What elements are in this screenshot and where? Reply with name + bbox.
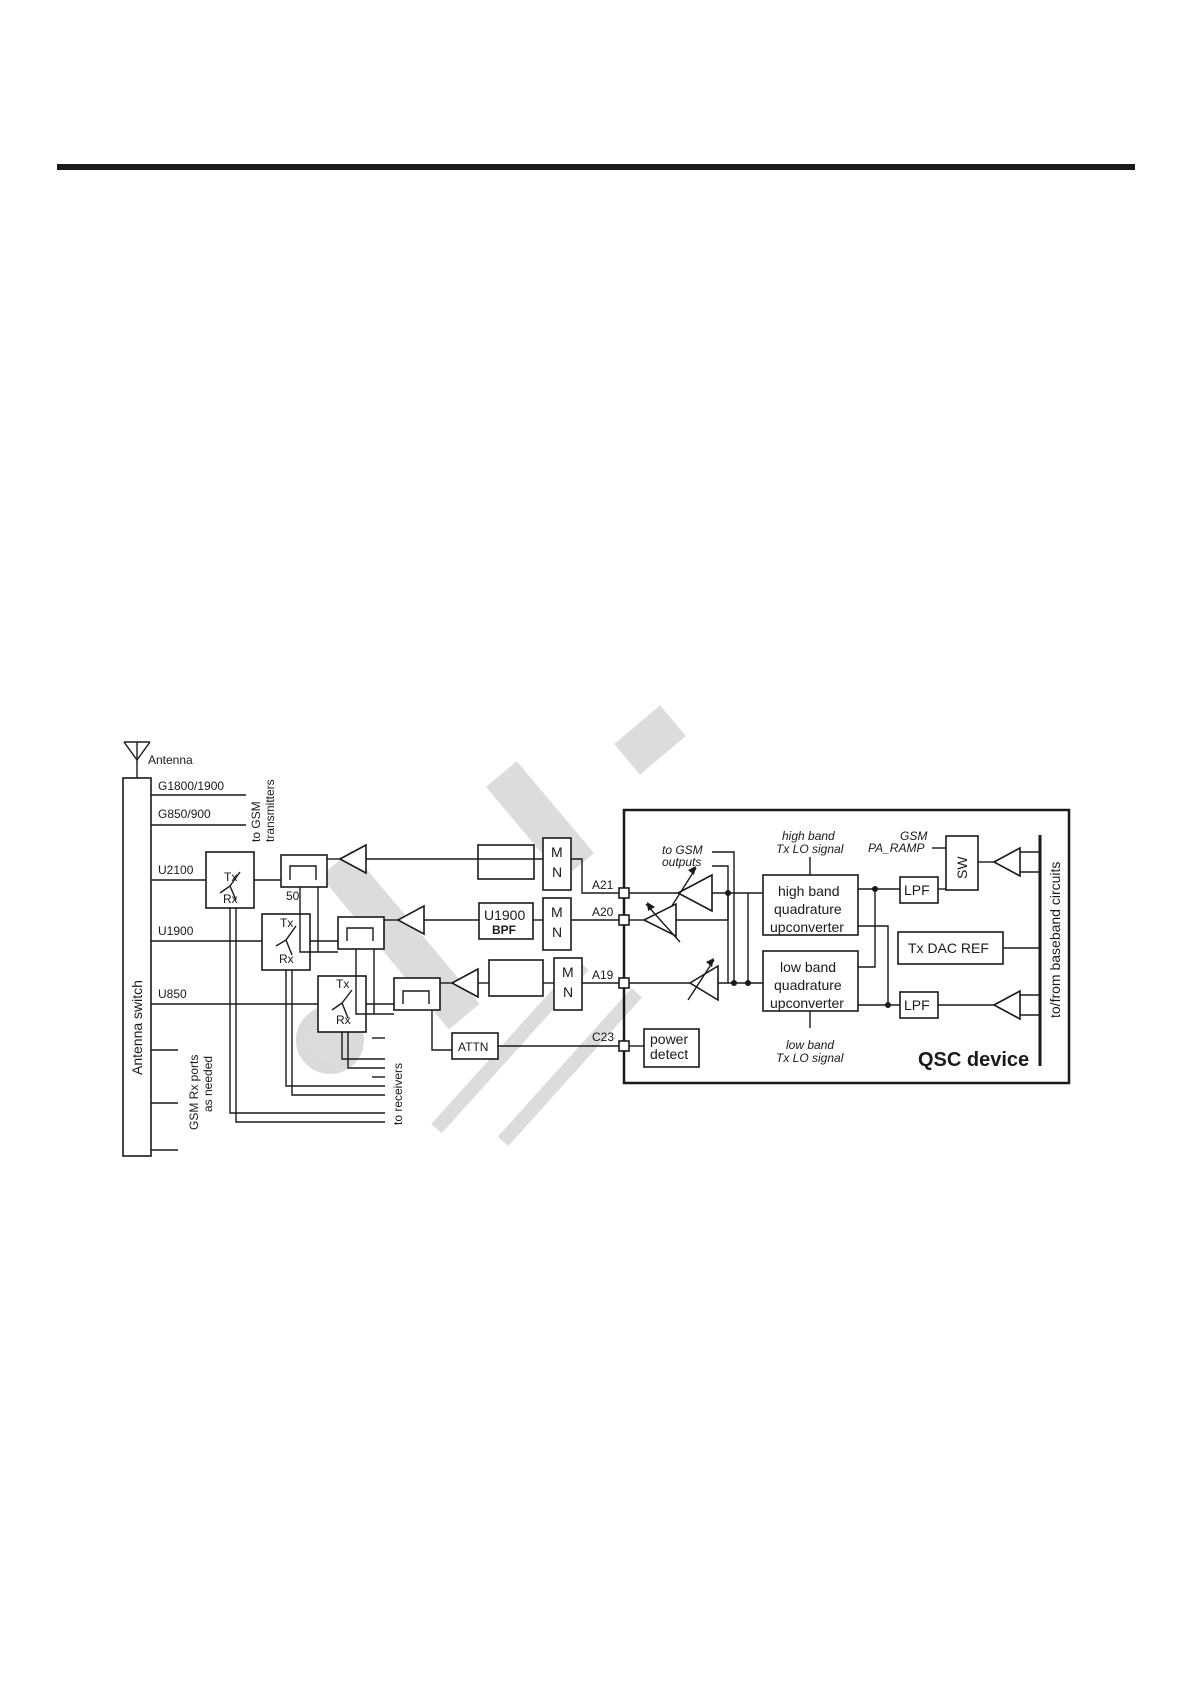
sw-box	[945, 835, 979, 891]
to-gsm-outputs-line2: outputs	[662, 855, 701, 869]
to-gsm-transmitters-line1: to GSM	[249, 801, 263, 842]
coupler-u850	[393, 977, 441, 1011]
mn-a21	[542, 837, 572, 891]
low-band-upconverter	[762, 950, 859, 1012]
antenna-switch-box	[122, 777, 152, 1157]
high-band-lo-line2: Tx LO signal	[776, 842, 844, 856]
pin-c23-label: C23	[592, 1030, 614, 1044]
low-band-lo-line1: low band	[786, 1038, 834, 1052]
low-band-lo-line2: Tx LO signal	[776, 1051, 844, 1065]
coupler-value-label: 50	[286, 889, 300, 903]
tx-dac-ref-box	[897, 931, 1004, 965]
pin-a19-label: A19	[592, 968, 614, 982]
dac-amp-high-icon	[992, 846, 1021, 878]
power-detect-box	[643, 1028, 700, 1068]
pin-a20-label: A20	[592, 905, 614, 919]
lpf-low	[899, 991, 939, 1019]
mn-m-label: M	[551, 844, 563, 860]
pin-c23	[618, 1040, 630, 1052]
coupler-u2100	[280, 854, 328, 888]
port-u850-label: U850	[158, 987, 187, 1001]
baseband-label: to/from baseband circuits	[1047, 862, 1063, 1018]
duplexer-tx-label: Tx	[224, 870, 237, 884]
qsc-device-label: QSC device	[918, 1049, 1029, 1071]
duplexer-rx-label: Rx	[336, 1013, 351, 1027]
antenna-switch-label: Antenna switch	[129, 980, 145, 1075]
dac-amp-low-icon	[992, 989, 1021, 1021]
high-band-line2: quadrature	[774, 901, 842, 917]
gsm-rx-ports-line2: as needed	[201, 1056, 215, 1112]
high-band-line1: high band	[778, 883, 840, 899]
mn-a19	[553, 957, 583, 1011]
mn-m-label: M	[551, 904, 563, 920]
qsc-device-box	[622, 808, 1071, 1085]
pin-a19	[618, 977, 630, 989]
gsm-pa-ramp-line1: GSM	[900, 829, 927, 843]
pin-a21-label: A21	[592, 878, 614, 892]
bpf-line2: BPF	[492, 923, 516, 937]
lpf-low-label: LPF	[904, 997, 930, 1013]
port-u2100-label: U2100	[158, 863, 194, 877]
driver-amp-a21-icon	[676, 873, 713, 913]
duplexer-rx-label: Rx	[279, 952, 294, 966]
lpf-high	[899, 876, 939, 904]
attn-label: ATTN	[458, 1040, 488, 1054]
coupler-u1900	[337, 916, 385, 950]
power-detect-line1: power	[650, 1031, 688, 1047]
bpf-line1: U1900	[484, 907, 525, 923]
pin-a21	[618, 887, 630, 899]
bpf-u1900	[478, 902, 534, 940]
to-receivers-label: to receivers	[391, 1063, 405, 1125]
antenna-label: Antenna	[148, 753, 193, 767]
high-band-line3: upconverter	[770, 919, 844, 935]
mn-n-label: N	[552, 924, 562, 940]
low-band-line1: low band	[780, 959, 836, 975]
mn-n-label: N	[552, 864, 562, 880]
high-band-lo-line1: high band	[782, 829, 835, 843]
port-g850-label: G850/900	[158, 807, 211, 821]
duplexer-tx-label: Tx	[336, 977, 349, 991]
sw-label: SW	[954, 856, 970, 879]
filter-u850	[488, 959, 544, 997]
attn-box	[451, 1032, 499, 1060]
driver-amp-a19-icon	[688, 964, 719, 1002]
to-gsm-outputs-line1: to GSM	[662, 843, 703, 857]
gsm-pa-ramp-line2: PA_RAMP	[868, 841, 924, 855]
low-band-line3: upconverter	[770, 995, 844, 1011]
power-detect-line2: detect	[650, 1046, 688, 1062]
port-u1900-label: U1900	[158, 924, 194, 938]
port-g1800-label: G1800/1900	[158, 779, 224, 793]
mn-a20	[542, 897, 572, 951]
low-band-line2: quadrature	[774, 977, 842, 993]
duplexer-tx-label: Tx	[280, 916, 293, 930]
antenna-icon	[123, 741, 151, 778]
gsm-rx-ports-line1: GSM Rx ports	[187, 1055, 201, 1130]
to-gsm-transmitters-line2: transmitters	[263, 779, 277, 842]
lpf-high-label: LPF	[904, 882, 930, 898]
mn-m-label: M	[562, 964, 574, 980]
filter-u2100	[477, 844, 535, 880]
tx-dac-ref-label: Tx DAC REF	[908, 940, 989, 956]
mn-n-label: N	[563, 984, 573, 1000]
pin-a20	[618, 914, 630, 926]
header-rule	[57, 164, 1135, 170]
